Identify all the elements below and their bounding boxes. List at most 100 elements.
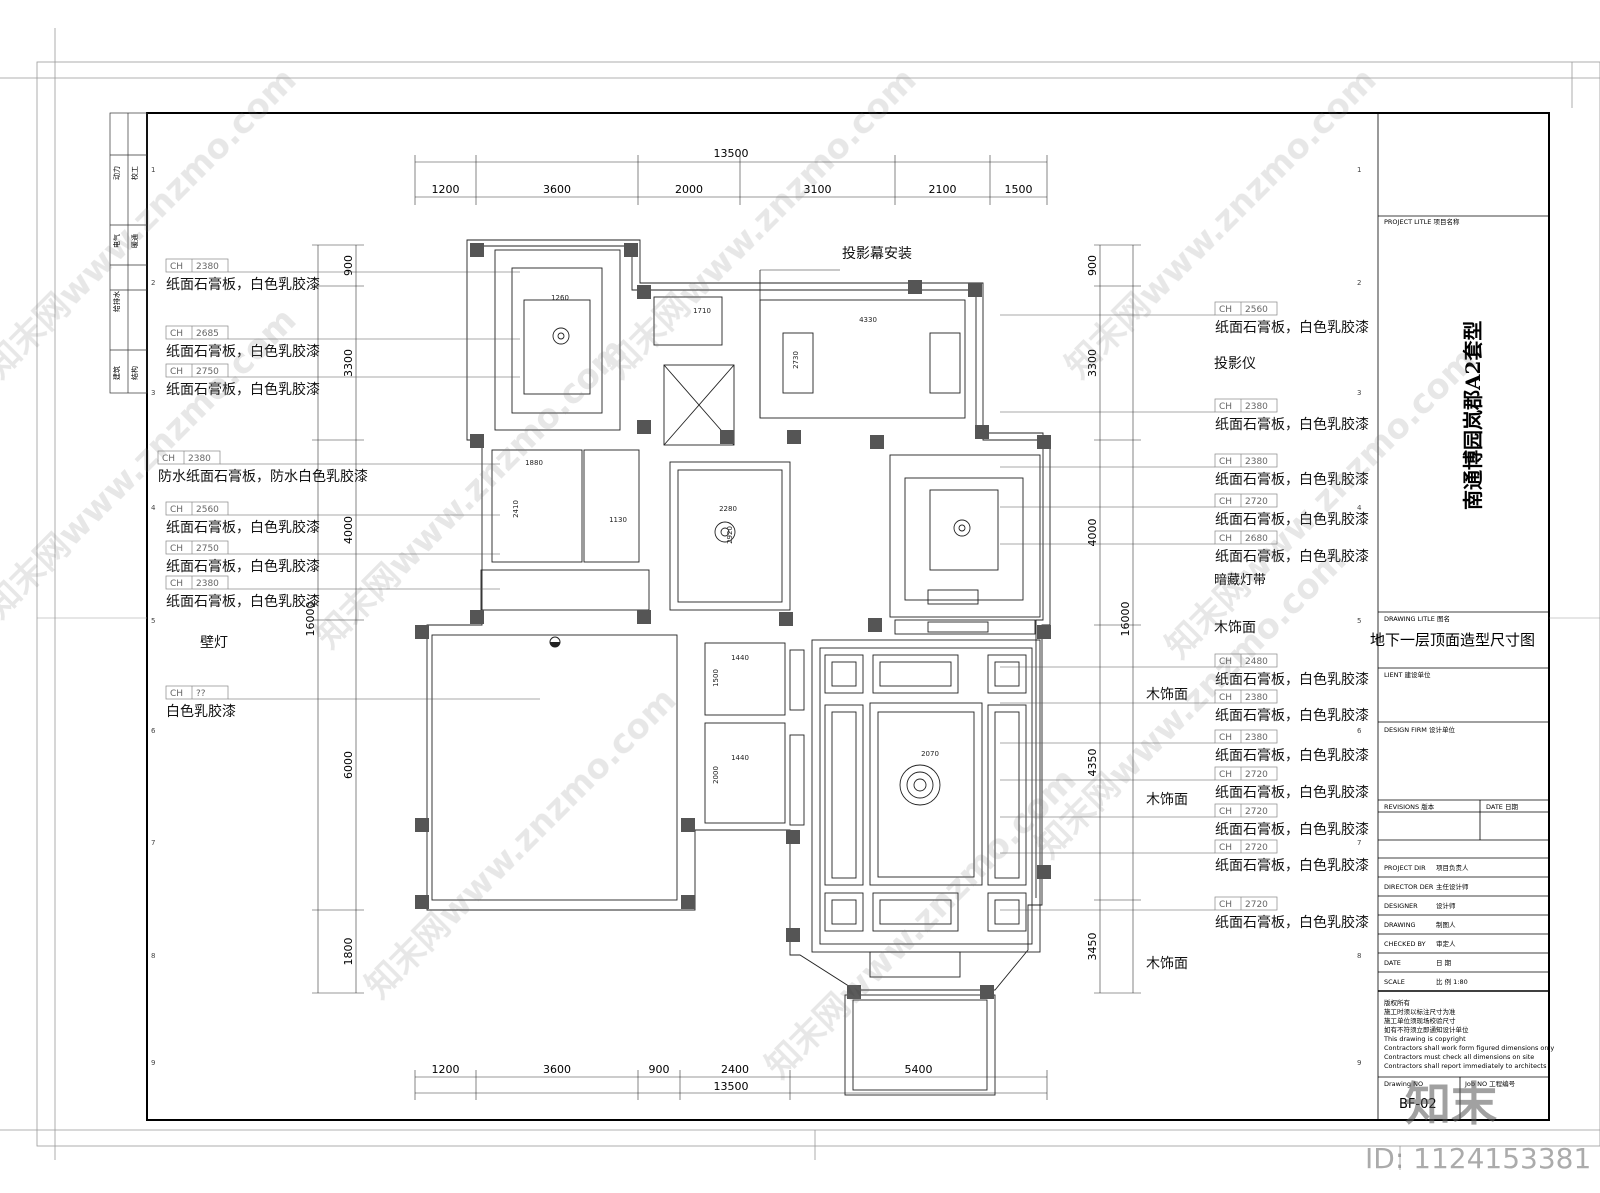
plan-dim: 2730: [792, 351, 800, 369]
note-text: 纸面石膏板，白色乳胶漆: [1215, 511, 1369, 528]
ch-prefix: CH: [1219, 305, 1232, 315]
svg-text:7: 7: [1357, 839, 1361, 847]
discipline-label: 暖通: [130, 234, 139, 248]
dimension-ticks: [312, 155, 1141, 1100]
wood-finish-label-3: 木饰面: [1146, 792, 1188, 808]
ch-prefix: CH: [1219, 457, 1232, 467]
plan-dim: 2070: [921, 750, 939, 758]
plan-dimension-texts: 1260171043302730188024101130228029201440…: [512, 294, 939, 784]
svg-text:4: 4: [151, 504, 156, 512]
title-row-label: DATE: [1384, 959, 1401, 967]
svg-text:6: 6: [1357, 727, 1362, 735]
ch-tag: [165, 685, 229, 700]
ch-value: 2480: [1245, 657, 1268, 667]
title-row-value: 日 期: [1436, 959, 1452, 967]
plan-dim: 1440: [731, 654, 749, 662]
note-text: 纸面石膏板，白色乳胶漆: [1215, 548, 1369, 565]
plan-dim: 2280: [719, 505, 737, 513]
title-row-value: 主任设计师: [1436, 882, 1469, 891]
title-note: Contractors shall report immediately to …: [1384, 1062, 1547, 1070]
ch-prefix: CH: [1219, 693, 1232, 703]
ch-value: 2720: [1245, 843, 1268, 853]
ch-prefix: CH: [170, 505, 183, 515]
dim-left-segment: 900: [342, 255, 355, 276]
watermark-text: 知末网www.znzmo.com: [0, 300, 304, 626]
dim-bottom-segment: 5400: [905, 1063, 933, 1076]
title-block: [1377, 113, 1550, 1120]
title-row-value: 审定人: [1436, 939, 1456, 948]
project-name: 南通博园岚郡A2套型: [1461, 321, 1485, 510]
ch-value: 2380: [1245, 402, 1268, 412]
drawing-no-label: Drawing NO: [1384, 1080, 1423, 1088]
ch-prefix: CH: [170, 367, 183, 377]
plan-dim: 1500: [712, 669, 720, 687]
ch-tag: [1214, 803, 1278, 818]
ch-tag: [1214, 766, 1278, 781]
dim-top-segment: 3100: [804, 183, 832, 196]
ch-prefix: CH: [1219, 843, 1232, 853]
dim-left-segment: 3300: [342, 349, 355, 377]
svg-text:6: 6: [151, 727, 156, 735]
svg-text:4: 4: [1357, 504, 1362, 512]
ch-prefix: CH: [170, 544, 183, 554]
ch-value: 2560: [1245, 305, 1268, 315]
date-label: DATE 日期: [1486, 803, 1518, 811]
projector-label: 投影仪: [1214, 356, 1256, 372]
svg-text:2: 2: [151, 279, 155, 287]
ch-tag: [1214, 530, 1278, 545]
design-firm-label: DESIGN FIRM 设计单位: [1384, 725, 1455, 734]
ch-tag: [1214, 653, 1278, 668]
dim-top-total: 13500: [714, 147, 749, 160]
discipline-label: 给排水: [112, 291, 121, 312]
ch-prefix: CH: [170, 329, 183, 339]
svg-text:5: 5: [151, 617, 155, 625]
note-text: 纸面石膏板，白色乳胶漆: [166, 276, 320, 293]
dim-bottom-segment: 900: [649, 1063, 670, 1076]
wood-finish-label-2: 木饰面: [1146, 687, 1188, 703]
title-row-label: DRAWING: [1384, 921, 1416, 929]
drawing-name: 地下一层顶面造型尺寸图: [1370, 631, 1535, 649]
svg-text:2: 2: [1357, 279, 1361, 287]
ch-value: 2380: [1245, 693, 1268, 703]
ch-prefix: CH: [1219, 770, 1232, 780]
note-text: 纸面石膏板，白色乳胶漆: [1215, 857, 1369, 874]
dim-left-segment: 4000: [342, 516, 355, 544]
image-id: ID: 1124153381: [1365, 1142, 1591, 1175]
note-text: 纸面石膏板，白色乳胶漆: [166, 343, 320, 360]
ch-tag: [165, 540, 229, 555]
plan-dim: 1710: [693, 307, 711, 315]
watermark-text: 知末网www.znzmo.com: [598, 60, 924, 386]
discipline-label: 建筑: [112, 366, 121, 380]
note-text: 白色乳胶漆: [166, 703, 236, 720]
ch-value: 2720: [1245, 497, 1268, 507]
dim-top-segment: 3600: [543, 183, 571, 196]
plan-dim: 2920: [726, 526, 734, 544]
dim-top-segment: 1200: [432, 183, 460, 196]
svg-text:3: 3: [1357, 389, 1361, 397]
wood-finish-label-4: 木饰面: [1146, 956, 1188, 972]
svg-text:9: 9: [151, 1059, 155, 1067]
ch-tag: [165, 258, 229, 273]
note-text: 纸面石膏板，白色乳胶漆: [1215, 671, 1369, 688]
dim-left-segment: 1800: [342, 938, 355, 966]
ch-tag: [165, 575, 229, 590]
ch-tag: [165, 363, 229, 378]
svg-text:9: 9: [1357, 1059, 1361, 1067]
ch-prefix: CH: [1219, 657, 1232, 667]
plan-dim: 1130: [609, 516, 627, 524]
ch-prefix: CH: [1219, 807, 1232, 817]
title-row-label: CHECKED BY: [1384, 940, 1426, 948]
ch-tag: [1214, 896, 1278, 911]
ch-prefix: CH: [1219, 534, 1232, 544]
ch-value: 2720: [1245, 770, 1268, 780]
note-text: 防水纸面石膏板，防水白色乳胶漆: [158, 468, 368, 485]
